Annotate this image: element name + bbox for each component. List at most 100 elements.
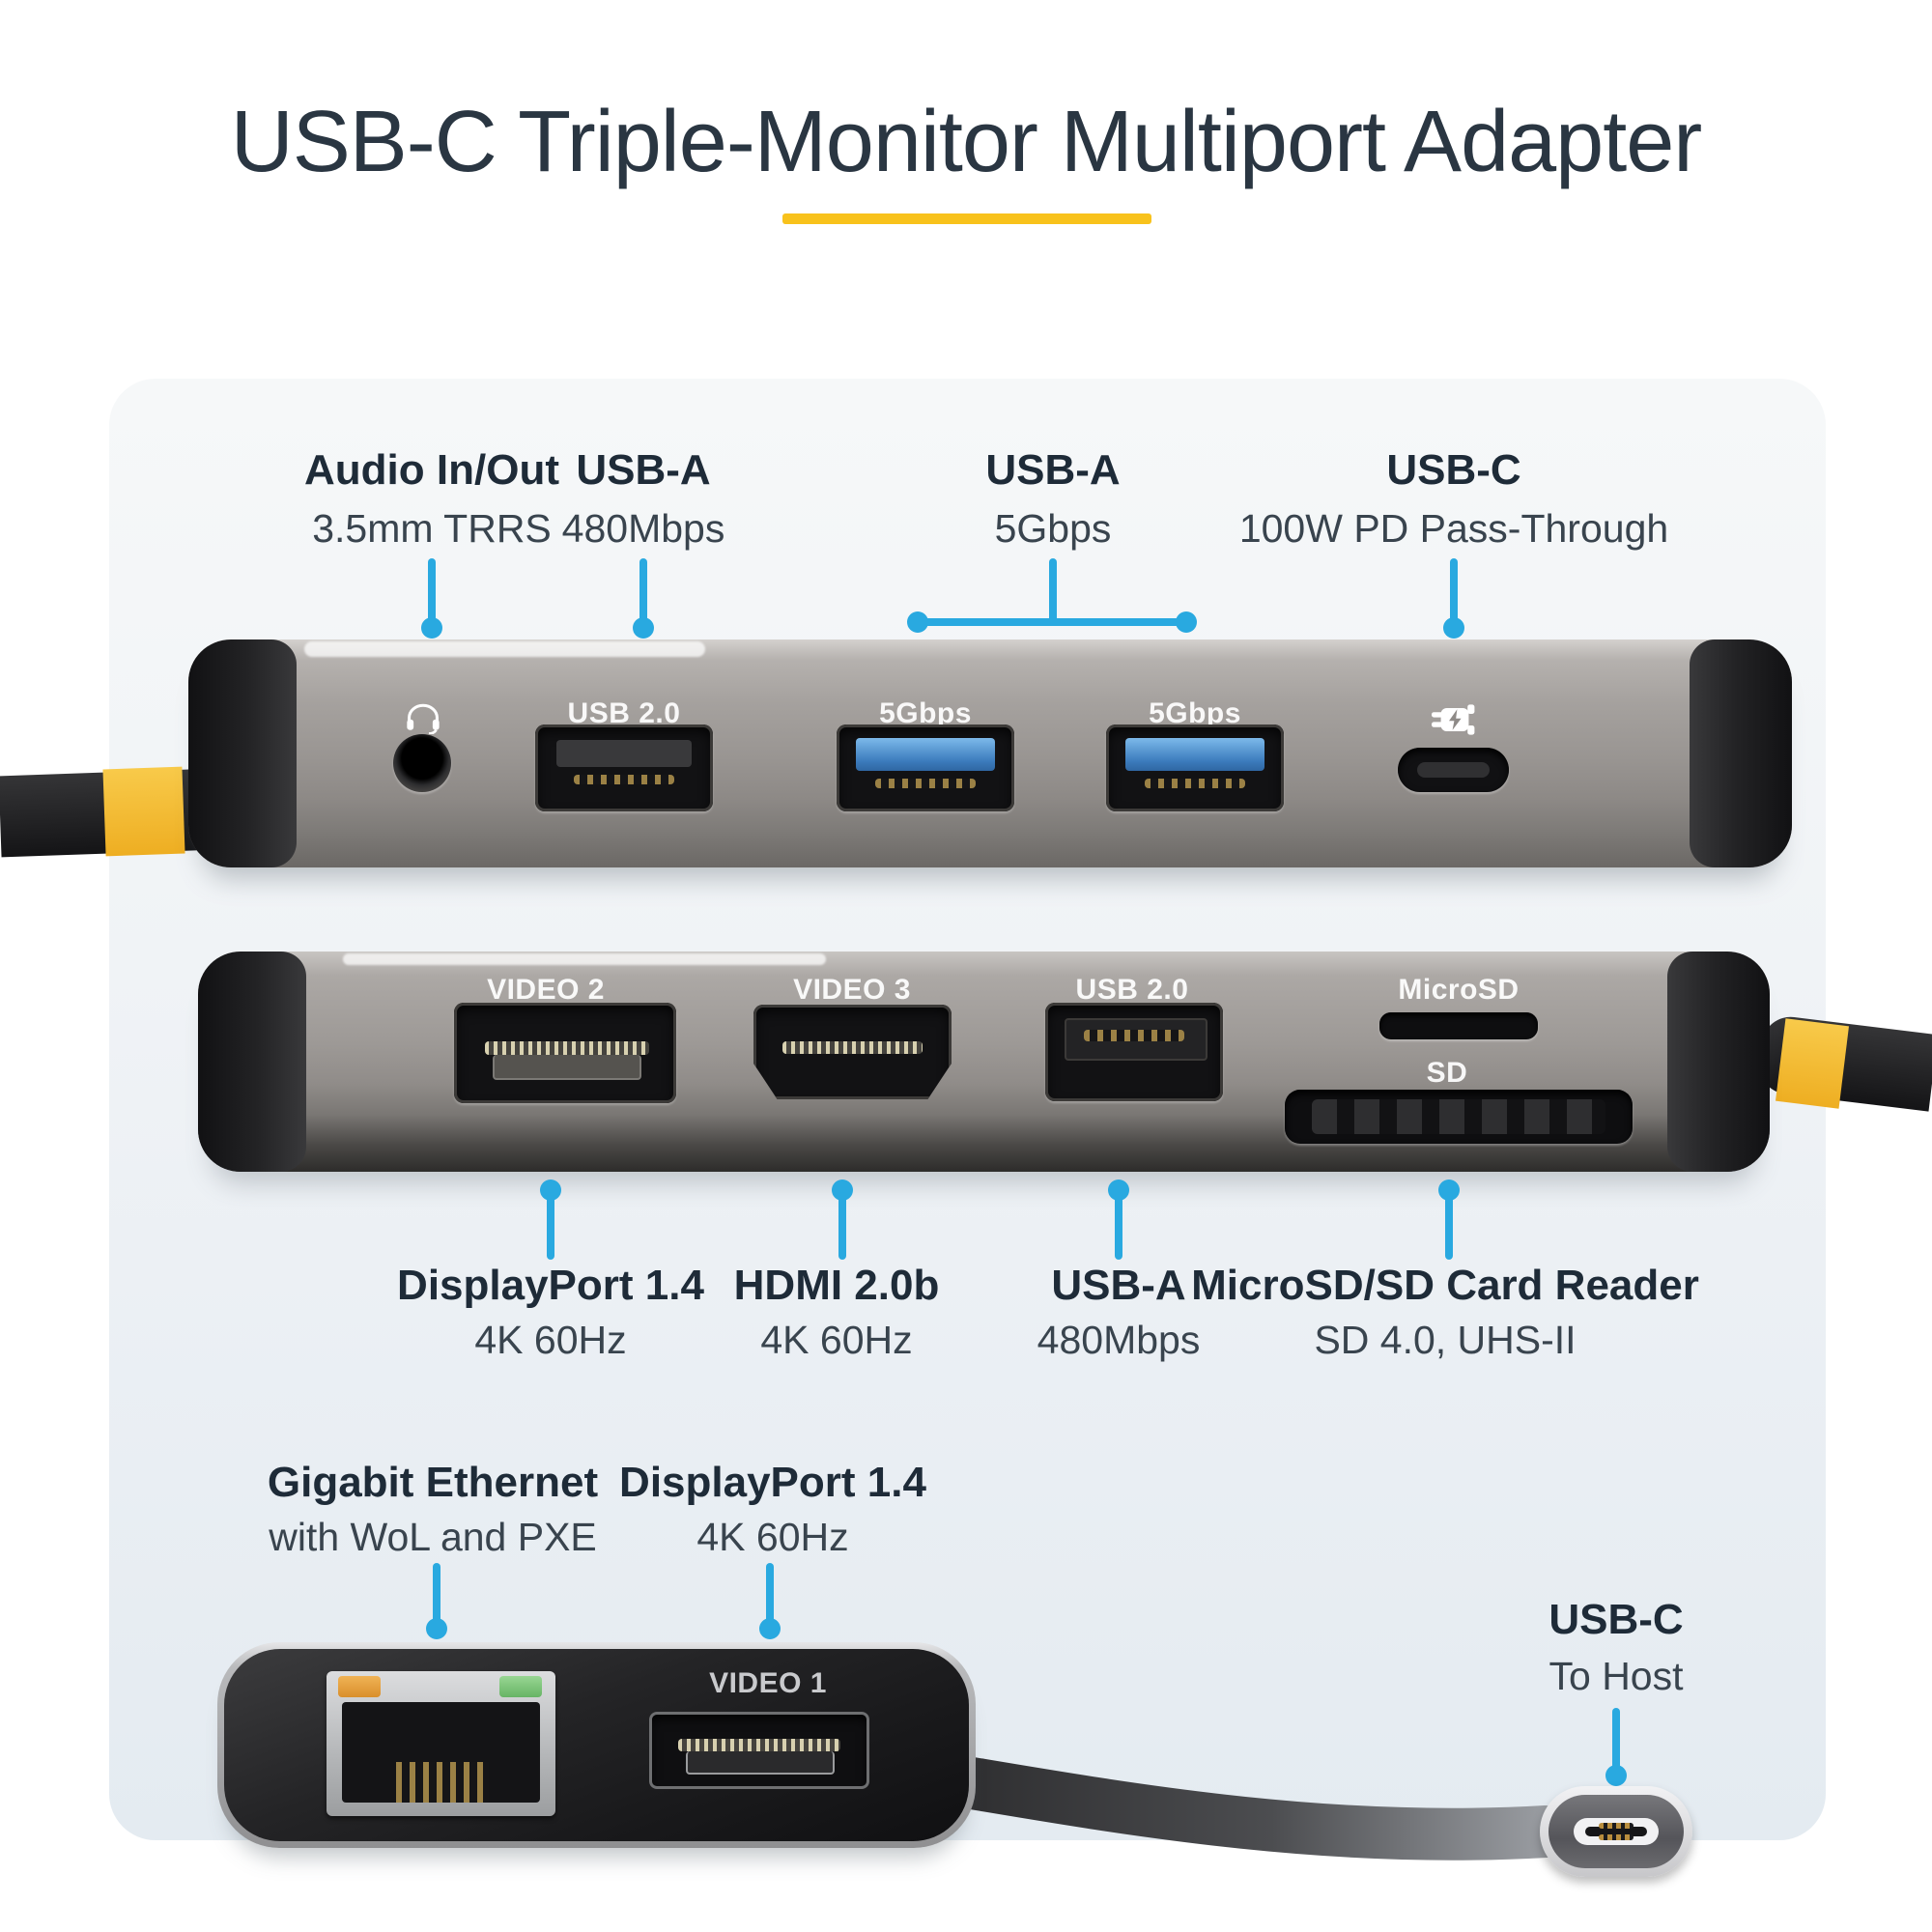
callout-dot-dp14 xyxy=(540,1179,561,1201)
cable-yellow-band-right xyxy=(1776,1018,1849,1109)
callout-dot-usbc-pd xyxy=(1443,617,1464,639)
callout-line-hdmi xyxy=(838,1192,846,1260)
usbc-connector-ring xyxy=(1574,1818,1659,1845)
callout-dp14-heading: DisplayPort 1.4 xyxy=(397,1262,704,1309)
usb-a-480-port-front xyxy=(1045,1003,1223,1101)
callout-line-usbc-host xyxy=(1612,1708,1620,1774)
dp-pins xyxy=(678,1739,840,1751)
port-label-5gbps-2: 5Gbps xyxy=(1149,697,1241,729)
ethernet-cavity xyxy=(342,1702,540,1803)
usb-c-pd-port xyxy=(1398,748,1509,792)
hdmi-pins xyxy=(782,1041,923,1054)
callout-ethernet-sub: with WoL and PXE xyxy=(269,1515,597,1559)
callout-usba-front-heading: USB-A xyxy=(1051,1262,1186,1309)
callout-usba-front-sub: 480Mbps xyxy=(1037,1318,1201,1362)
callout-usbc-pd-heading: USB-C xyxy=(1386,446,1521,494)
port-label-microsd: MicroSD xyxy=(1398,974,1520,1006)
callout-dot-audio xyxy=(421,617,442,639)
callout-dp14-video1-sub: 4K 60Hz xyxy=(696,1515,849,1559)
top-face-gloss xyxy=(304,641,705,657)
usbc-tongue xyxy=(1417,762,1490,778)
callout-usbc-pd-sub: 100W PD Pass-Through xyxy=(1238,506,1669,551)
callout-line-dp14 xyxy=(547,1192,554,1260)
callout-dot-usba-front xyxy=(1108,1179,1129,1201)
hdmi-port-video3 xyxy=(753,1005,952,1099)
usb-blue-tongue xyxy=(856,738,995,771)
port-label-sd: SD xyxy=(1426,1057,1468,1089)
port-label-usb20-back: USB 2.0 xyxy=(567,697,681,729)
usbc-connector-pins xyxy=(1599,1834,1634,1840)
page-title: USB-C Triple-Monitor Multiport Adapter xyxy=(230,94,1703,190)
end-cap xyxy=(1667,952,1770,1172)
callout-line-usba5g-bar xyxy=(918,618,1186,626)
microsd-slot xyxy=(1379,1012,1538,1039)
usb-pins xyxy=(1145,779,1245,788)
callout-dot-cardreader xyxy=(1438,1179,1460,1201)
usb-a-480-port xyxy=(535,724,713,811)
callout-hdmi-sub: 4K 60Hz xyxy=(760,1318,913,1362)
dp-pins xyxy=(485,1041,649,1055)
top-face-gloss xyxy=(343,953,826,965)
callout-line-ethernet xyxy=(433,1563,440,1627)
port-label-5gbps-1: 5Gbps xyxy=(879,697,972,729)
end-cap xyxy=(198,952,306,1172)
dp-bracket xyxy=(493,1055,641,1080)
callout-line-usba480 xyxy=(639,558,647,630)
callout-line-usba5g-stem xyxy=(1049,558,1057,626)
usb-pins xyxy=(574,775,674,784)
callout-dp14-video1-heading: DisplayPort 1.4 xyxy=(619,1459,926,1506)
callout-dot-dp14-video1 xyxy=(759,1618,781,1639)
callout-dot-usba5g-right xyxy=(1176,611,1197,633)
audio-jack-port xyxy=(393,734,451,792)
usbc-host-heading: USB-C xyxy=(1548,1596,1684,1643)
end-cap xyxy=(1690,639,1792,867)
callout-dot-hdmi xyxy=(832,1179,853,1201)
end-cap xyxy=(188,639,297,867)
callout-usba480-sub: 480Mbps xyxy=(561,506,725,551)
cable-yellow-band-left xyxy=(102,766,185,857)
port-label-video1: VIDEO 1 xyxy=(709,1667,827,1699)
callout-usba5g-heading: USB-A xyxy=(985,446,1121,494)
port-label-video2: VIDEO 2 xyxy=(487,974,605,1006)
sd-slot xyxy=(1285,1090,1633,1144)
power-plug-icon xyxy=(1432,704,1475,735)
callout-audio-heading: Audio In/Out xyxy=(304,446,559,494)
usb-a-5gbps-port-2 xyxy=(1106,724,1284,811)
callout-line-usba-front xyxy=(1115,1192,1122,1260)
title-underline xyxy=(782,213,1151,224)
usb-pins xyxy=(1084,1030,1184,1041)
callout-usba5g-sub: 5Gbps xyxy=(994,506,1112,551)
ethernet-led-green xyxy=(499,1676,542,1697)
callout-hdmi-heading: HDMI 2.0b xyxy=(733,1262,940,1309)
displayport-port-video2 xyxy=(454,1003,676,1103)
callout-usba480-heading: USB-A xyxy=(576,446,711,494)
callout-cardreader-sub: SD 4.0, UHS-II xyxy=(1314,1318,1577,1362)
usbc-connector-slot xyxy=(1585,1823,1647,1840)
callout-ethernet-heading: Gigabit Ethernet xyxy=(267,1459,599,1506)
callout-dot-usbc-host xyxy=(1605,1765,1627,1786)
callout-cardreader-heading: MicroSD/SD Card Reader xyxy=(1191,1262,1699,1309)
usb-blue-tongue xyxy=(1125,738,1264,771)
dp-bracket xyxy=(686,1751,835,1775)
port-label-usb20-front: USB 2.0 xyxy=(1075,974,1189,1006)
ethernet-led-orange xyxy=(338,1676,381,1697)
displayport-port-video1 xyxy=(649,1712,869,1789)
sd-pins xyxy=(1312,1099,1605,1134)
callout-dp14-sub: 4K 60Hz xyxy=(474,1318,627,1362)
callout-line-audio xyxy=(428,558,436,630)
callout-dot-usba480 xyxy=(633,617,654,639)
callout-line-dp14-video1 xyxy=(766,1563,774,1627)
callout-audio-sub: 3.5mm TRRS xyxy=(312,506,552,551)
usbc-connector-shell xyxy=(1548,1795,1684,1868)
usb-a-5gbps-port-1 xyxy=(837,724,1014,811)
callout-line-usbc-pd xyxy=(1450,558,1458,630)
host-cable-bottom xyxy=(911,1751,1572,1861)
port-label-video3: VIDEO 3 xyxy=(793,974,911,1006)
usbc-host-sub: To Host xyxy=(1548,1654,1684,1698)
callout-dot-usba5g-left xyxy=(907,611,928,633)
usb-c-host-connector xyxy=(1540,1786,1692,1877)
ethernet-pins xyxy=(396,1762,489,1803)
callout-dot-ethernet xyxy=(426,1618,447,1639)
usb-pins xyxy=(875,779,976,788)
